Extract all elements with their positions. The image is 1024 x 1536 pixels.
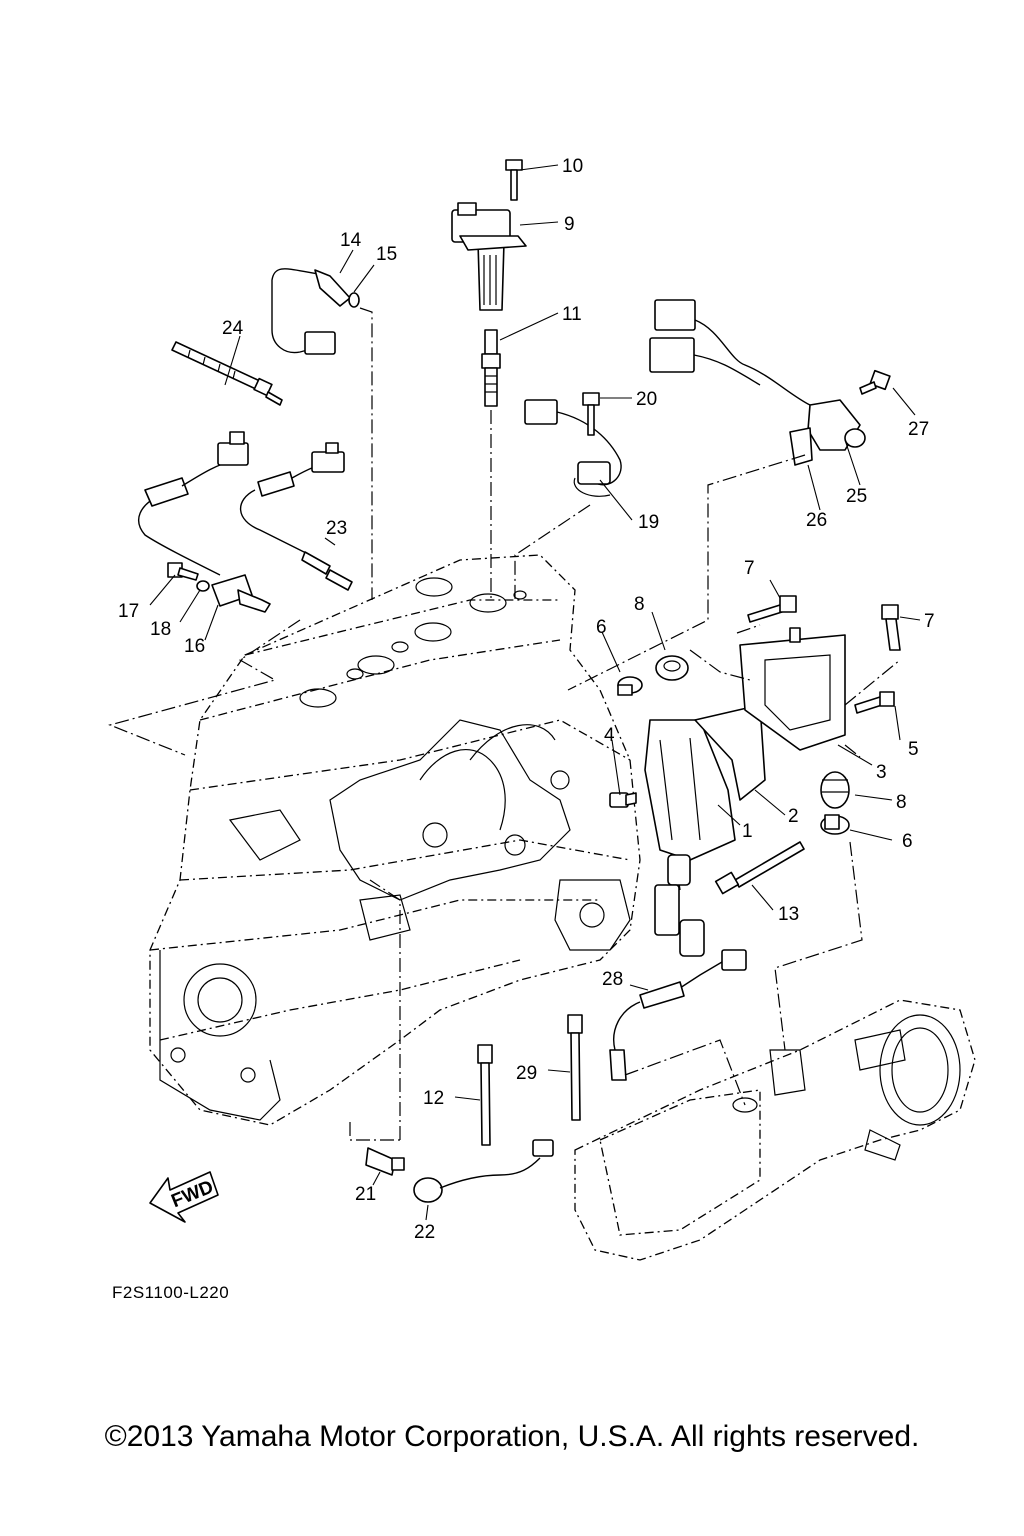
- grommet-8-bottom: [820, 771, 850, 809]
- sensor-assembly-16: [138, 431, 271, 613]
- temp-sensor-14: [271, 268, 351, 355]
- grommet-8-top: [655, 655, 689, 681]
- callout-4: 4: [604, 725, 615, 746]
- callout-23: 23: [326, 518, 347, 539]
- callout-24: 24: [222, 318, 244, 339]
- callout-6-top: 6: [596, 617, 607, 638]
- stud-24: [171, 341, 283, 406]
- bolt-20: [582, 392, 600, 436]
- figure-code: F2S1100-L220: [112, 1283, 230, 1302]
- bolt-7-right: [881, 604, 901, 651]
- sensor-21: [365, 1147, 405, 1176]
- callout-15: 15: [376, 244, 397, 265]
- grommet-6-top: [617, 676, 643, 696]
- sensor-harness-25: [649, 299, 866, 451]
- callout-5: 5: [908, 739, 919, 760]
- sensor-19: [524, 399, 622, 497]
- callout-labels: 10 9 11 14 15 24 20 27 25 26 19 23 17 18…: [118, 156, 935, 1243]
- ignition-coil: [451, 202, 527, 311]
- bolt-13: [714, 841, 805, 895]
- spark-plug: [481, 329, 501, 407]
- gasket-26: [789, 427, 813, 466]
- callout-28: 28: [602, 969, 623, 990]
- callout-12: 12: [423, 1088, 444, 1109]
- bracket-3: [739, 627, 846, 751]
- callout-22: 22: [414, 1222, 435, 1243]
- callout-14: 14: [340, 230, 362, 251]
- callout-17: 17: [118, 601, 139, 622]
- sensor-23: [239, 442, 353, 591]
- callout-18: 18: [150, 619, 171, 640]
- bolt-7-left: [747, 595, 797, 623]
- callout-8-top: 8: [634, 594, 645, 615]
- cable-tie-29: [567, 1014, 583, 1121]
- control-unit-1: [644, 719, 736, 957]
- callout-leaders: [149, 164, 921, 1221]
- callout-7-left: 7: [744, 558, 755, 579]
- callout-1: 1: [742, 821, 753, 842]
- callout-7-right: 7: [924, 611, 935, 632]
- bolt-5: [854, 691, 895, 714]
- sensor-28: [609, 949, 747, 1081]
- callout-2: 2: [788, 806, 799, 827]
- bolt-17: [167, 562, 199, 581]
- callout-21: 21: [355, 1184, 376, 1205]
- knock-sensor-22: [413, 1139, 554, 1203]
- callout-16: 16: [184, 636, 205, 657]
- fwd-arrow-icon: FWD: [149, 1171, 219, 1223]
- callout-3: 3: [876, 762, 887, 783]
- callout-8-bottom: 8: [896, 792, 907, 813]
- callout-13: 13: [778, 904, 799, 925]
- callout-11: 11: [562, 304, 582, 325]
- callout-19: 19: [638, 512, 659, 533]
- engine-block: [149, 554, 641, 1126]
- bolt-4: [609, 792, 637, 808]
- cable-tie-12: [477, 1044, 493, 1146]
- bolt-27: [859, 369, 891, 395]
- callout-29: 29: [516, 1063, 537, 1084]
- copyright-notice: ©2013 Yamaha Motor Corporation, U.S.A. A…: [104, 1420, 920, 1453]
- washer-15: [348, 292, 360, 308]
- coil-bolt: [505, 159, 523, 201]
- exhaust-manifold: [574, 999, 976, 1261]
- washer-18: [196, 580, 210, 592]
- callout-9: 9: [564, 214, 575, 235]
- callout-10: 10: [562, 156, 583, 177]
- callout-26: 26: [806, 510, 827, 531]
- callout-27: 27: [908, 419, 929, 440]
- callout-20: 20: [636, 389, 657, 410]
- callout-25: 25: [846, 486, 867, 507]
- grommet-6-bottom: [820, 814, 850, 835]
- callout-6-bottom: 6: [902, 831, 913, 852]
